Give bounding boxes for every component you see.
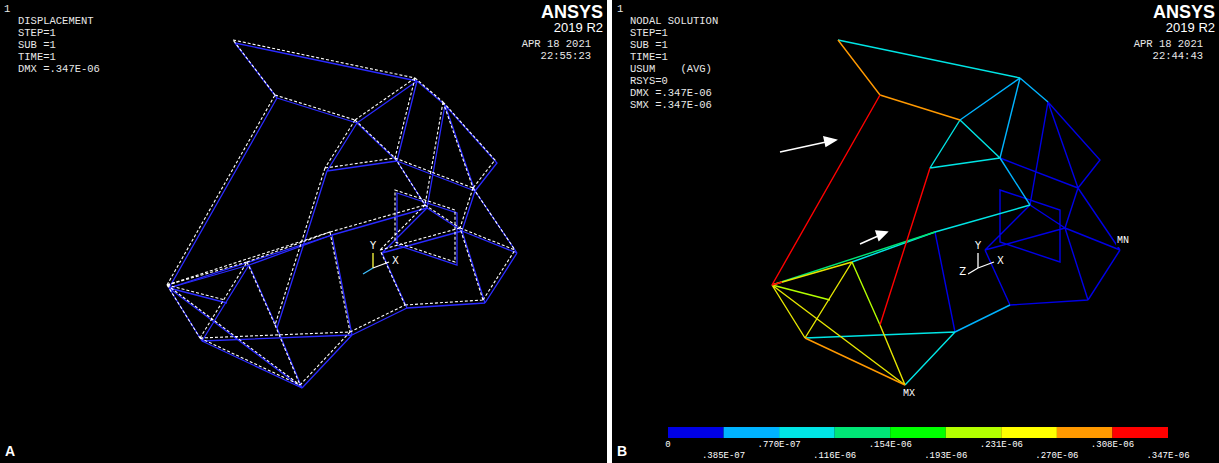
scale-value: .193E-06 [924, 451, 967, 461]
panel-letter: A [5, 443, 15, 459]
undeformed-frame [167, 40, 515, 385]
max-displacement: DMX =.347E-06 [18, 63, 100, 75]
software-logo: ANSYS [1153, 2, 1215, 23]
window-number: 1 [4, 3, 10, 15]
maximum-marker: MX [902, 388, 916, 400]
frame-part [772, 262, 905, 385]
axis-z [968, 268, 978, 274]
frame-part [772, 232, 935, 285]
plot-date: APR 18 2021 [1134, 38, 1203, 50]
time-info: TIME=1 [630, 51, 668, 63]
pointer-arrow [780, 142, 826, 152]
panel-b-ground [612, 0, 1219, 463]
deformed-frame [169, 43, 517, 388]
step-info: STEP=1 [630, 27, 668, 39]
coordinate-system: RSYS=0 [630, 75, 668, 87]
pointer-arrow [860, 236, 878, 244]
pointer-arrows [780, 137, 887, 244]
plot-date: APR 18 2021 [522, 38, 591, 50]
scale-value: .270E-06 [1035, 451, 1078, 461]
software-logo: ANSYS [541, 2, 603, 23]
max-displacement: DMX =.347E-06 [630, 87, 712, 99]
software-version: 2019 R2 [554, 21, 603, 36]
frame-part [935, 102, 1120, 332]
axis-label: X [392, 255, 399, 267]
axis-triad [363, 253, 389, 274]
scale-value: 0 [665, 440, 670, 450]
axis-x [978, 262, 994, 268]
panel-a-ground [0, 0, 607, 463]
minimum-marker: MN [1116, 235, 1130, 247]
axis-y [372, 253, 373, 268]
contour-band [724, 427, 780, 438]
contour-band [946, 427, 1002, 438]
scale-value: .154E-06 [869, 440, 912, 450]
scale-value: .770E-07 [758, 440, 801, 450]
scale-value: .347E-06 [1146, 451, 1189, 461]
plot-time: 22:55:23 [541, 50, 591, 62]
scale-value: .231E-06 [980, 440, 1023, 450]
scale-value: .385E-07 [702, 451, 745, 461]
result-item: USUM (AVG) [630, 63, 712, 75]
contour-frame [772, 40, 1120, 385]
arrow-head [824, 137, 836, 146]
plot-time: 22:44:43 [1153, 50, 1203, 62]
max-result: SMX =.347E-06 [630, 99, 712, 111]
axis-x [373, 262, 389, 268]
frame-part [772, 262, 880, 325]
axis-triad [968, 253, 994, 274]
substep-info: SUB =1 [18, 39, 56, 51]
plot-title: DISPLACEMENT [18, 15, 94, 27]
axis-label: X [997, 255, 1004, 267]
scale-value: .116E-06 [813, 451, 856, 461]
contour-band [835, 427, 891, 438]
panel-letter: B [617, 443, 627, 459]
contour-band [1001, 427, 1057, 438]
contour-band [1057, 427, 1113, 438]
axis-label: Y [370, 240, 376, 252]
plot-title: NODAL SOLUTION [630, 15, 718, 27]
scale-value: .308E-06 [1091, 440, 1134, 450]
axis-y [977, 253, 978, 268]
window-number: 1 [617, 3, 623, 15]
contour-band [1112, 427, 1168, 438]
contour-band [890, 427, 946, 438]
frame-part [805, 40, 1030, 385]
contour-bar [668, 427, 1168, 438]
axis-label: Y [975, 240, 981, 252]
frame-part [805, 40, 960, 385]
frame-part [772, 95, 930, 325]
axis-label: Z [959, 266, 966, 278]
contour-band [779, 427, 835, 438]
substep-info: SUB =1 [630, 39, 668, 51]
frame-part [955, 78, 1048, 332]
contour-band [668, 427, 724, 438]
arrow-head [876, 231, 887, 240]
time-info: TIME=1 [18, 51, 56, 63]
software-version: 2019 R2 [1166, 21, 1215, 36]
axis-z [363, 268, 373, 274]
step-info: STEP=1 [18, 27, 56, 39]
